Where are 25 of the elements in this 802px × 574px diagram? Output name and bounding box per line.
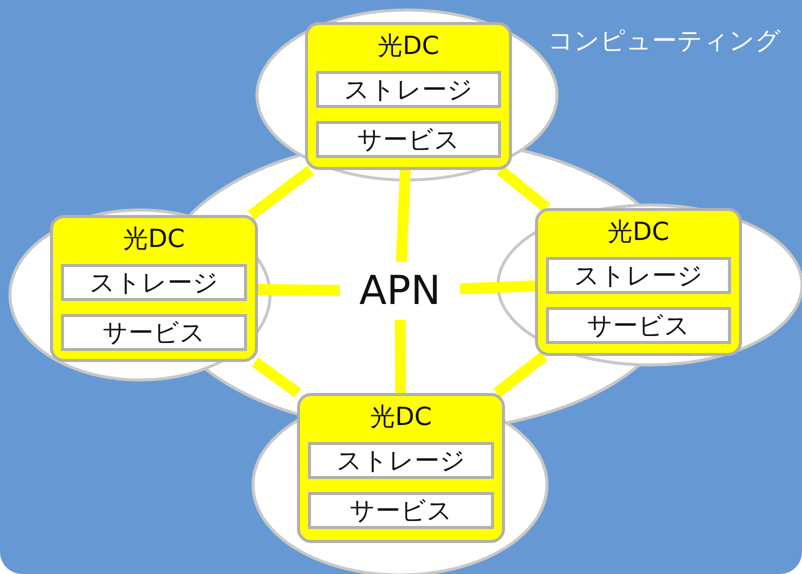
service-box: ストレージ: [316, 71, 501, 108]
connector-line: [396, 170, 411, 262]
network-label: APN: [340, 262, 460, 320]
service-box: ストレージ: [308, 442, 494, 479]
site-title: 光DC: [606, 216, 670, 248]
connector-line: [248, 166, 314, 220]
connector-line: [252, 358, 302, 398]
connector-line: [496, 166, 550, 212]
connector-line: [493, 352, 548, 398]
site-card: [297, 393, 505, 543]
service-box: サービス: [316, 121, 501, 158]
connector-line: [258, 284, 340, 296]
service-box: サービス: [61, 314, 247, 351]
caption-text: コンピューティング: [548, 25, 781, 57]
site-title: 光DC: [122, 223, 186, 255]
service-box: ストレージ: [61, 264, 247, 301]
service-box: サービス: [308, 492, 494, 529]
service-box: ストレージ: [546, 257, 731, 294]
site-card: [305, 22, 512, 170]
site-card: [535, 208, 742, 356]
site-title: 光DC: [376, 30, 440, 62]
service-box: サービス: [546, 307, 731, 344]
site-title: 光DC: [369, 401, 433, 433]
connector-line: [394, 320, 406, 394]
site-card: [50, 215, 258, 362]
